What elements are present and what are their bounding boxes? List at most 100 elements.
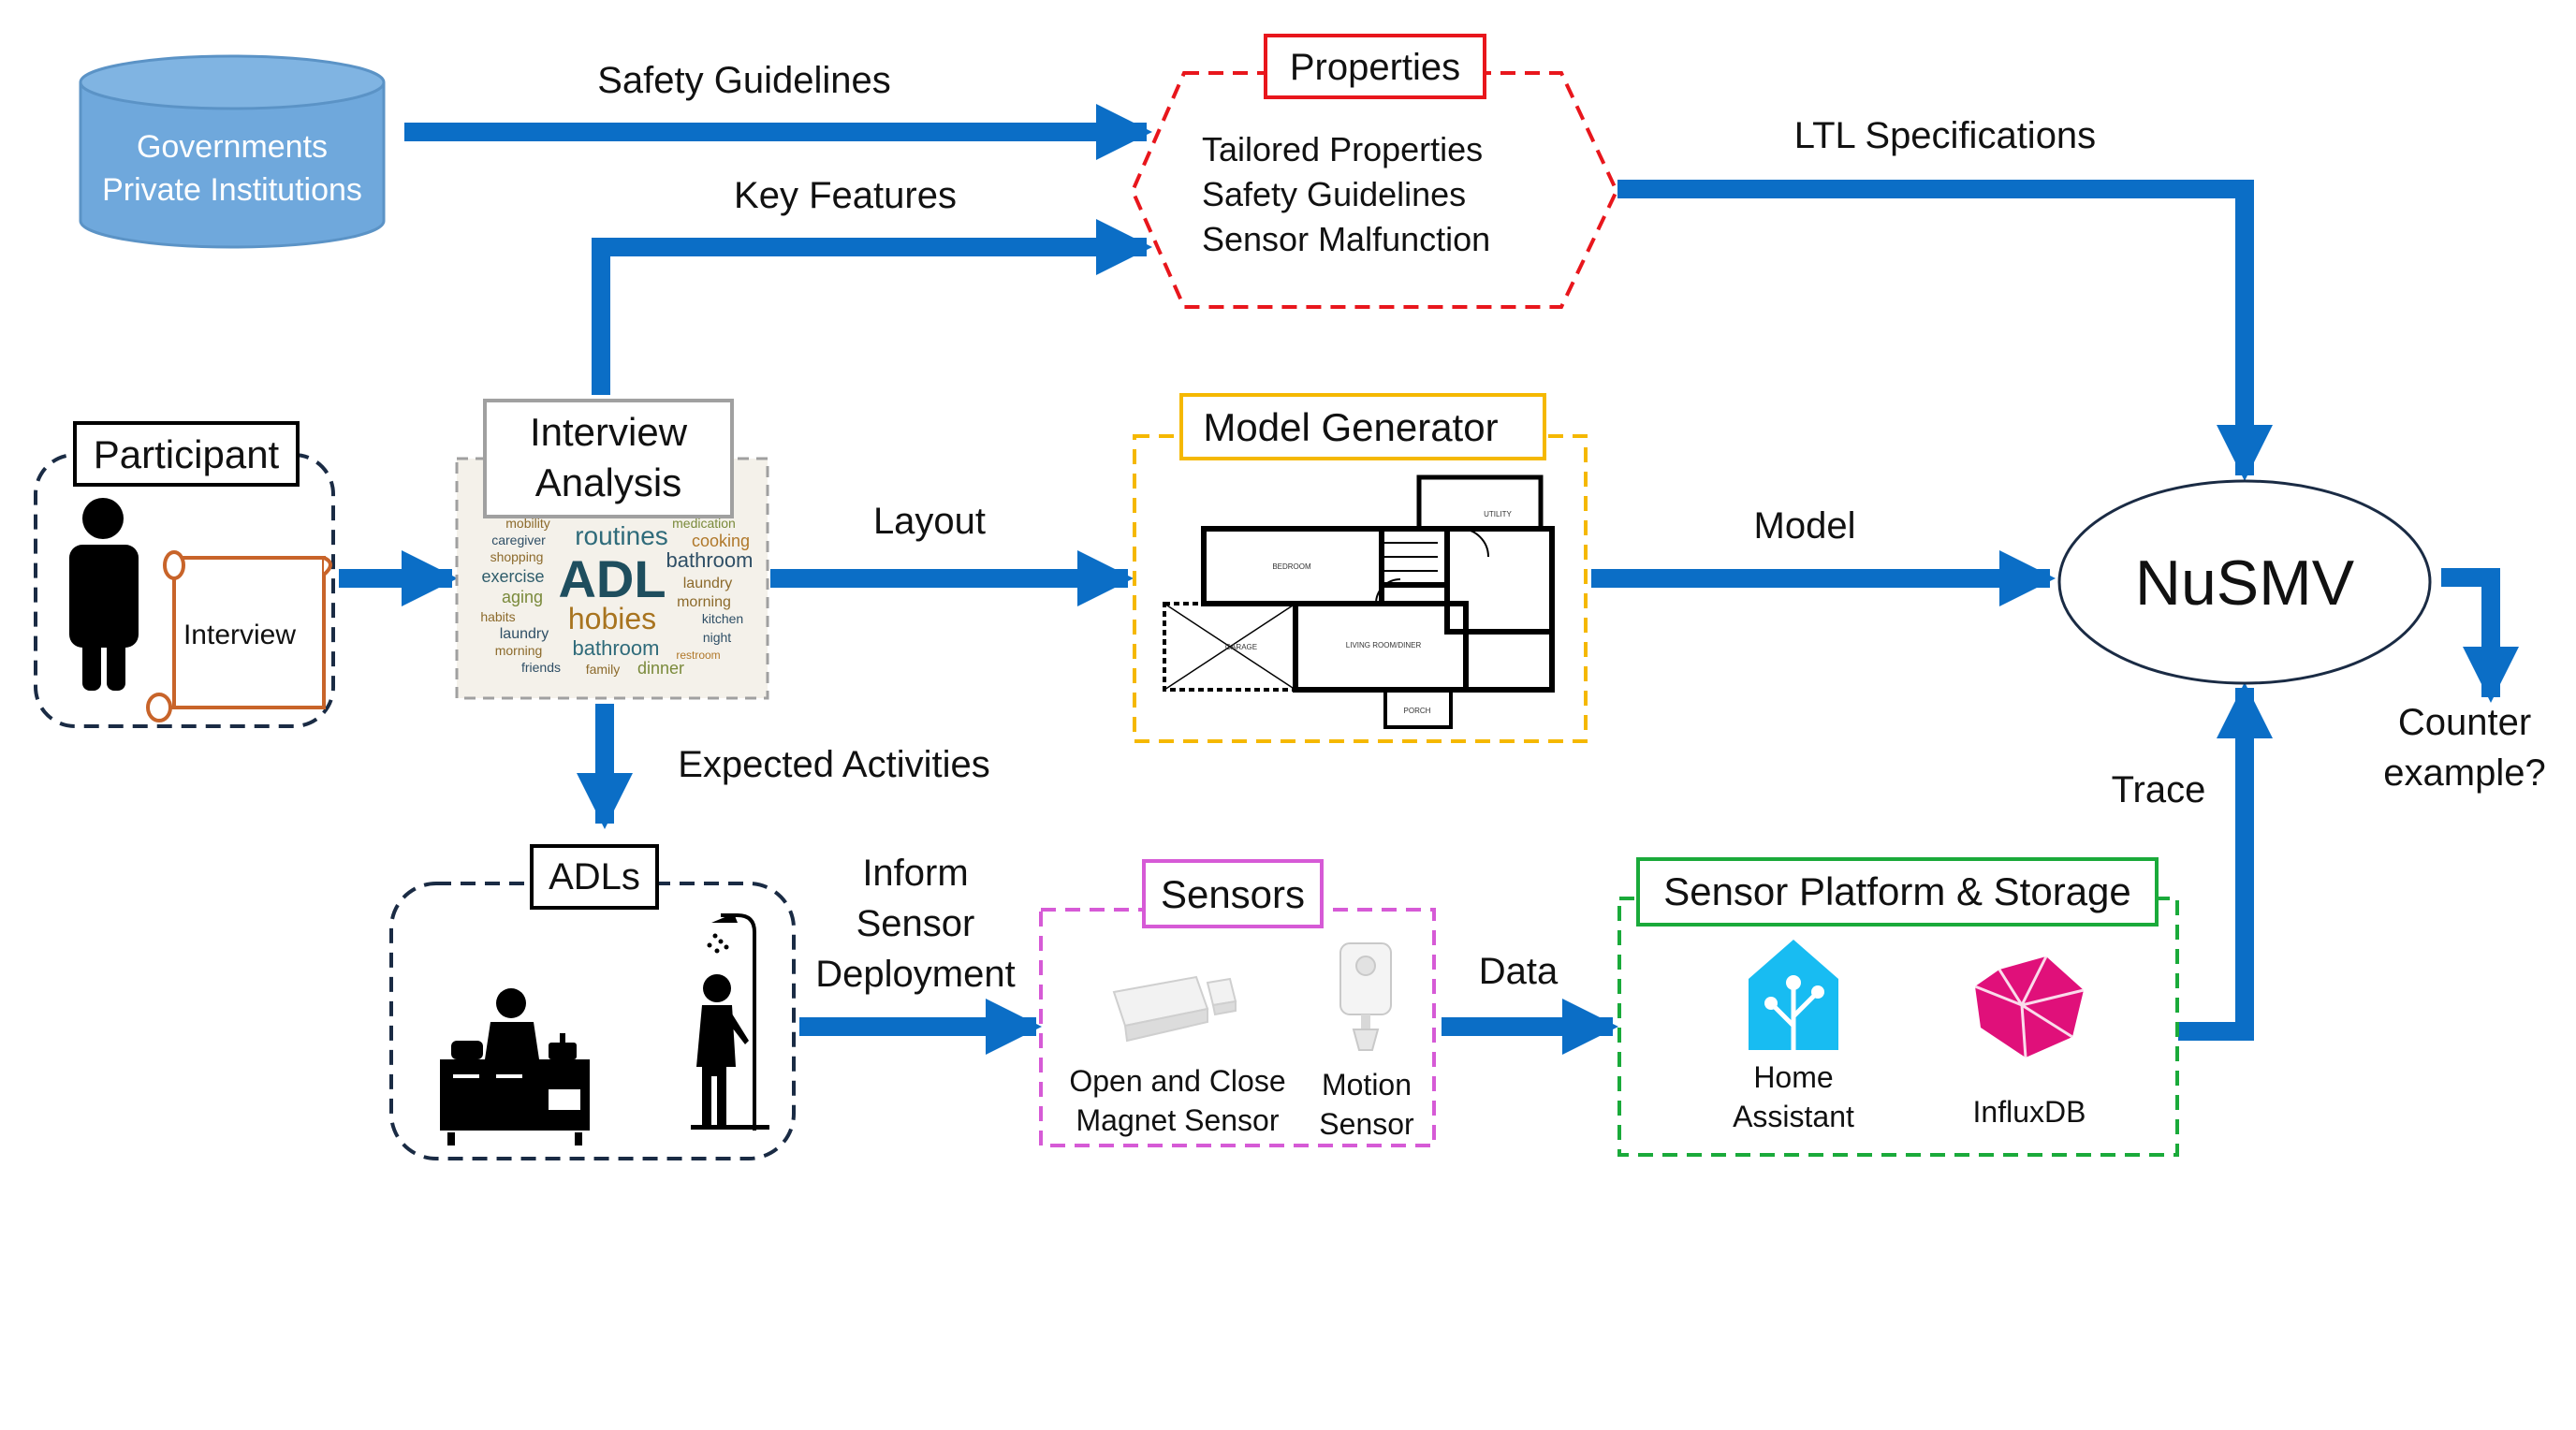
properties-item: Tailored Properties — [1202, 130, 1483, 168]
floorplan-label-garage: GARAGE — [1225, 643, 1257, 651]
home-assistant-icon — [1749, 940, 1838, 1053]
cooking-person-icon — [440, 988, 590, 1145]
floorplan-label-porch: PORCH — [1404, 707, 1431, 715]
properties-group: Properties Tailored Properties Safety Gu… — [1130, 34, 1619, 309]
nusmv-ellipse — [2057, 479, 2432, 685]
wordcloud-word: dinner — [637, 659, 684, 678]
wordcloud-word: bathroom — [573, 636, 660, 660]
wordcloud: mobility caregiver shopping exercise agi… — [480, 516, 753, 678]
wordcloud-word: bathroom — [666, 548, 754, 572]
sensors-title: Sensors — [1161, 872, 1305, 916]
edge-label-deployment: Deployment — [815, 954, 1015, 995]
floorplan-label-living: LIVING ROOM/DINER — [1346, 641, 1422, 649]
source-database: Governments Private Institutions — [79, 54, 386, 249]
wordcloud-word: cooking — [692, 532, 750, 550]
wordcloud-word: morning — [495, 643, 543, 658]
wordcloud-word: morning — [677, 594, 731, 610]
arrow-trace — [2178, 682, 2273, 1041]
interview-analysis-title-box — [483, 399, 734, 518]
properties-item: Sensor Malfunction — [1202, 220, 1490, 258]
wordcloud-word: laundry — [500, 626, 549, 642]
arrow-counter-example — [2441, 568, 2519, 703]
edge-label-model: Model — [1754, 505, 1856, 547]
edge-label-counter: Counter — [2398, 702, 2531, 743]
wordcloud-word: restroom — [676, 649, 720, 662]
properties-hexagon — [1130, 71, 1619, 309]
influxdb-label: InfluxDB — [1973, 1095, 2086, 1129]
participant-title-box — [73, 421, 300, 487]
edge-label-layout: Layout — [873, 501, 986, 542]
edge-label-safety-guidelines: Safety Guidelines — [597, 60, 891, 101]
platform-group: Sensor Platform & Storage Home Assistant — [1617, 857, 2179, 1157]
edge-label-inform: Inform — [862, 853, 968, 894]
wordcloud-word: caregiver — [491, 533, 546, 547]
motion-sensor-icon — [1339, 942, 1392, 1051]
person-icon — [69, 498, 139, 691]
interview-analysis-title-line1: Interview — [530, 410, 688, 454]
database-label-governments: Governments — [137, 129, 328, 165]
database-cylinder-top — [79, 54, 386, 110]
motion-sensor-label-line2: Sensor — [1319, 1107, 1414, 1141]
connector-arrows — [339, 104, 2519, 1055]
interview-analysis-group: mobility caregiver shopping exercise agi… — [455, 399, 769, 700]
edge-label-key-features: Key Features — [734, 175, 957, 216]
interview-document-label: Interview — [183, 620, 296, 650]
interview-analysis-title-line2: Analysis — [535, 460, 681, 504]
floorplan-labels: BEDROOM GARAGE LIVING ROOM/DINER PORCH U… — [1225, 510, 1513, 715]
adls-title: ADLs — [549, 856, 640, 897]
home-assistant-label-line2: Assistant — [1733, 1100, 1854, 1133]
wordcloud-word: exercise — [481, 567, 544, 586]
platform-frame — [1617, 897, 2179, 1157]
edge-label-sensor: Sensor — [856, 903, 975, 944]
floorplan-label-utility: UTILITY — [1484, 510, 1512, 518]
properties-title: Properties — [1290, 47, 1460, 88]
wordcloud-word: routines — [575, 521, 668, 550]
database-cylinder-body — [79, 82, 386, 249]
nusmv-label: NuSMV — [2135, 547, 2355, 619]
platform-title-box — [1636, 857, 2159, 927]
influxdb-icon — [1974, 956, 2085, 1058]
arrow-ltl-specifications — [1617, 180, 2273, 481]
contact-sensor-label-line1: Open and Close — [1069, 1064, 1285, 1098]
model-generator-group: BEDROOM GARAGE LIVING ROOM/DINER PORCH U… — [1133, 393, 1588, 743]
adls-title-box — [530, 844, 659, 910]
wordcloud-word: medication — [672, 516, 736, 531]
database-label-private-institutions: Private Institutions — [102, 172, 362, 208]
wordcloud-word: aging — [502, 588, 543, 606]
sensors-group: Sensors Open and Close Magnet Sensor Mot… — [1039, 859, 1436, 1147]
edge-label-data: Data — [1479, 951, 1559, 992]
edge-labels: Safety Guidelines Key Features LTL Speci… — [597, 60, 2545, 995]
contact-sensor-label-line2: Magnet Sensor — [1076, 1103, 1279, 1137]
edge-label-ltl-specifications: LTL Specifications — [1794, 115, 2096, 156]
interview-scroll-icon — [146, 550, 332, 722]
edge-label-trace: Trace — [2112, 769, 2206, 810]
wordcloud-word: friends — [521, 660, 561, 675]
wordcloud-word: hobies — [568, 602, 656, 635]
motion-sensor-label-line1: Motion — [1322, 1068, 1412, 1102]
wordcloud-word: habits — [480, 609, 515, 624]
wordcloud-word: night — [703, 630, 731, 645]
contact-sensor-icon — [1112, 975, 1237, 1043]
floorplan-label-bedroom: BEDROOM — [1272, 562, 1311, 571]
platform-title: Sensor Platform & Storage — [1663, 869, 2131, 913]
wordcloud-word: kitchen — [702, 611, 743, 626]
shower-person-icon — [691, 913, 769, 1131]
participant-title: Participant — [94, 432, 280, 476]
properties-item: Safety Guidelines — [1202, 175, 1466, 213]
edge-label-expected-activities: Expected Activities — [678, 744, 990, 785]
participant-group: Participant Interview — [34, 421, 335, 728]
adls-group: ADLs — [389, 844, 796, 1160]
arrow-key-features — [592, 219, 1152, 395]
wordcloud-center-word: ADL — [558, 549, 666, 608]
floorplan-image — [1163, 474, 1555, 729]
wordcloud-word: family — [586, 662, 621, 677]
model-generator-title-box — [1179, 393, 1546, 460]
edge-label-example: example? — [2383, 752, 2545, 794]
wordcloud-word: mobility — [505, 516, 549, 531]
nusmv-group: NuSMV — [2057, 479, 2432, 685]
properties-title-box — [1264, 34, 1486, 99]
wordcloud-word: shopping — [490, 549, 544, 564]
wordcloud-word: laundry — [683, 576, 732, 591]
model-generator-title: Model Generator — [1203, 405, 1498, 449]
